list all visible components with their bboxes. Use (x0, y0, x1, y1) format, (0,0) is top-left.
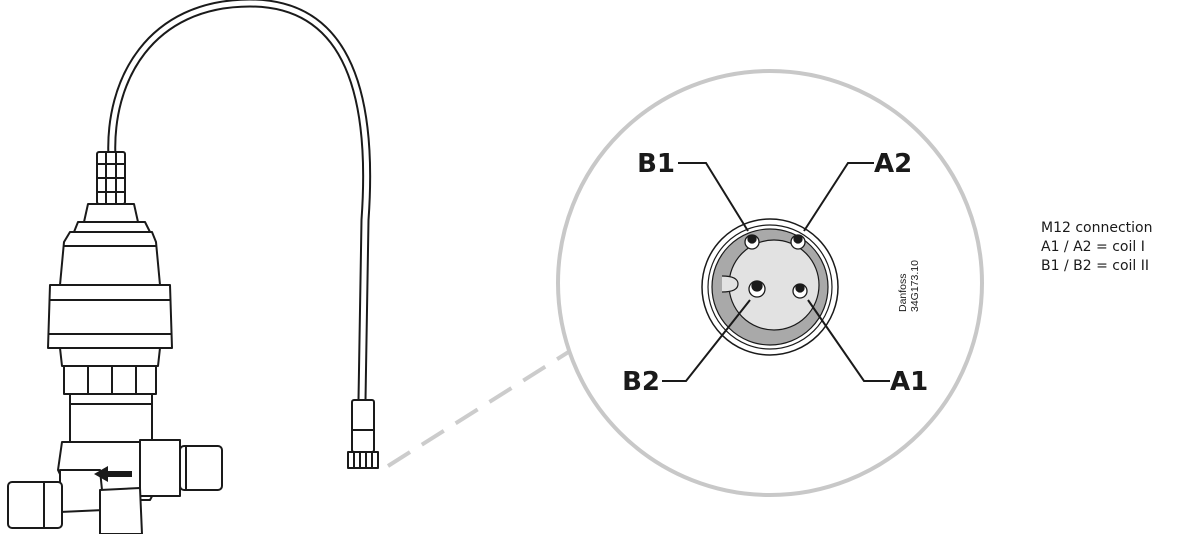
legend: M12 connection A1 / A2 = coil I B1 / B2 … (1041, 220, 1152, 274)
pin-label-b1: B1 (637, 149, 675, 179)
flow-arrow-icon (94, 466, 132, 482)
svg-text:Danfoss: Danfoss (897, 273, 909, 312)
cable-core (109, 0, 370, 403)
legend-coil-ii: B1 / B2 = coil II (1041, 258, 1149, 274)
leader-a2 (803, 162, 874, 232)
pin-label-b2: B2 (622, 367, 660, 397)
m12-connector-face (701, 218, 839, 356)
zoom-leader-line (386, 344, 580, 468)
connector-pins (744, 234, 808, 299)
pin-a1 (792, 283, 808, 299)
motor-housing (59, 231, 161, 286)
leader-b2 (662, 299, 751, 382)
inlet-fitting (59, 469, 105, 513)
leader-b1 (678, 162, 749, 232)
pin-leader-lines (662, 162, 890, 382)
m12-plug (351, 399, 375, 453)
leader-a1 (807, 299, 890, 382)
pin-a2 (790, 234, 806, 250)
pin-b2 (748, 280, 766, 298)
coding-key (721, 275, 739, 293)
pin-b1 (744, 234, 760, 250)
pin-label-a2: A2 (874, 149, 912, 179)
legend-title: M12 connection (1041, 220, 1152, 236)
legend-coil-i: A1 / A2 = coil I (1041, 239, 1145, 255)
housing-ring (47, 284, 173, 349)
gland-nut (83, 203, 139, 223)
outlet-pipe (179, 445, 223, 491)
drawing-code: Danfoss 34G173.10 (897, 260, 921, 312)
pin-label-a1: A1 (890, 367, 928, 397)
hex-nut (63, 365, 157, 395)
svg-text:34G173.10: 34G173.10 (909, 260, 921, 312)
valve-column (69, 393, 153, 443)
valve-drawing (7, 0, 379, 534)
inlet-pipe (7, 481, 63, 529)
